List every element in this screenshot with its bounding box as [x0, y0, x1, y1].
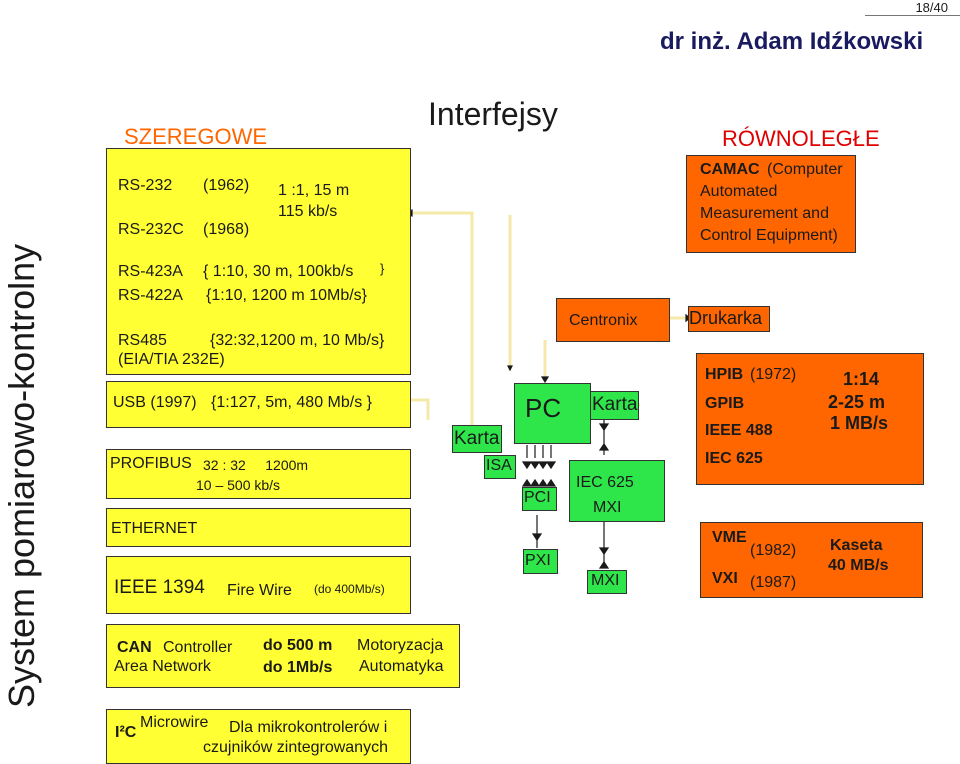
usb-spec: {1:127, 5m, 480 Mb/s }: [211, 394, 372, 411]
profibus-spec-2: 10 – 500 kb/s: [196, 477, 281, 493]
mxi-center-label: MXI: [593, 499, 622, 516]
karta-right-label: Karta: [592, 394, 638, 415]
rs485-label: RS485: [118, 332, 167, 349]
can-label: CAN: [117, 639, 152, 656]
vertical-title-text: System pomiarowo-kontrolny: [1, 243, 42, 708]
camac-desc-4: Control Equipment): [700, 227, 838, 244]
isa-label: ISA: [486, 457, 512, 474]
isa-box: [484, 455, 516, 479]
karta-left-label: Karta: [454, 428, 500, 449]
hpib-year: (1972): [750, 366, 797, 383]
rs423a-label: RS-423A: [118, 263, 183, 280]
profibus-spec-1: 32 : 32 1200m: [203, 457, 309, 473]
mxi-box: [587, 570, 627, 594]
karta-right-box: [590, 391, 639, 420]
rs232-spec-2: 115 kb/s: [278, 203, 338, 220]
i2c-desc-1: Dla mikrokontrolerów i: [229, 719, 388, 736]
hpib-spec-3: 1 MB/s: [830, 413, 889, 433]
iec625-center-label: IEC 625: [576, 474, 634, 491]
vxi-label: VXI: [712, 570, 738, 587]
camac-desc-3: Measurement and: [700, 205, 829, 222]
drukarka-box: [688, 306, 770, 332]
rs232-spec-1: 1 :1, 15 m: [278, 182, 350, 199]
i2c-label: I²C: [115, 724, 137, 741]
page-number: 18/40: [915, 0, 948, 15]
ieee1394-box: [106, 556, 411, 614]
serial-rs-box: [106, 148, 411, 375]
rs423a-spec: { 1:10, 30 m, 100kb/s: [203, 263, 354, 280]
can-controller: Controller: [163, 639, 233, 656]
can-spec-2: do 1Mb/s: [263, 659, 333, 676]
ethernet-box: [106, 508, 411, 547]
eia-label: (EIA/TIA 232E): [118, 351, 225, 368]
usb-name: USB: [113, 394, 146, 411]
hpib-spec-1: 1:14: [843, 369, 880, 389]
pci-label: PCI: [524, 489, 551, 506]
vertical-title: System pomiarowo-kontrolny: [1, 148, 42, 708]
mxi-label: MXI: [591, 572, 620, 589]
drukarka-label: Drukarka: [689, 308, 763, 328]
pxi-label: PXI: [525, 552, 551, 569]
page-number-rule: [865, 15, 960, 16]
vxi-year: (1987): [750, 574, 797, 591]
pxi-box: [523, 549, 558, 574]
centronix-label: Centronix: [569, 312, 638, 329]
can-spec-1: do 500 m: [263, 637, 333, 654]
rs232c-label: RS‑232C: [118, 221, 184, 238]
parallel-heading: RÓWNOLEGŁE: [722, 126, 880, 151]
usb-year: (1997): [150, 394, 197, 411]
ethernet-label: ETHERNET: [111, 520, 198, 537]
camac-box: [686, 155, 856, 253]
ieee1394-label: IEEE 1394: [114, 577, 205, 598]
pc-label: PC: [525, 393, 562, 423]
i2c-desc-2: czujników zintegrowanych: [203, 739, 388, 756]
gpib-label: GPIB: [705, 395, 745, 412]
rs485-spec: {32:32,1200 m, 10 Mb/s}: [210, 332, 385, 349]
firewire-label: Fire Wire: [227, 582, 292, 599]
page-title: Interfejsy: [428, 96, 558, 132]
can-box: [106, 624, 460, 688]
rs422a-label: RS‑422A: [118, 287, 183, 304]
camac-desc-1: (Computer: [767, 161, 843, 178]
vme-spec-1: Kaseta: [830, 537, 883, 554]
usb-box: [106, 381, 411, 428]
usb-label: USB (1997): [113, 395, 197, 411]
camac-name: CAMAC: [700, 161, 760, 178]
can-use-1: Motoryzacja: [357, 637, 444, 654]
iec625-mxi-box: [569, 460, 665, 522]
rs232c-year: (1968): [203, 221, 250, 238]
rs232-year: (1962): [203, 177, 250, 194]
vme-spec-2: 40 MB/s: [828, 557, 889, 574]
profibus-box: [106, 449, 411, 499]
can-use-2: Automatyka: [359, 658, 444, 675]
vme-year: (1982): [750, 542, 797, 559]
centronix-box: [556, 298, 670, 342]
hpib-spec-2: 2-25 m: [828, 392, 886, 412]
rs232-label: RS‑232: [118, 177, 173, 194]
rs423a-brace: }: [380, 261, 385, 276]
camac-desc-2: Automated: [700, 183, 778, 200]
vme-box: [700, 522, 923, 598]
i2c-microwire: Microwire: [140, 714, 209, 731]
author-name: dr inż. Adam Idźkowski: [660, 28, 924, 55]
can-area-network: Area Network: [114, 658, 211, 675]
ieee1394-spec: (do 400Mb/s): [314, 582, 385, 596]
pci-box: [522, 487, 557, 511]
karta-left-box: [452, 425, 502, 453]
hpib-label: HPIB: [705, 366, 744, 383]
serial-heading: SZEREGOWE: [124, 124, 268, 149]
vme-label: VME: [712, 529, 747, 546]
iec625-parallel-label: IEC 625: [705, 450, 763, 467]
ieee488-label: IEEE 488: [705, 422, 773, 439]
line-serial-to-karta: [410, 211, 474, 420]
pc-box: [514, 383, 591, 444]
hpib-box: [696, 353, 924, 485]
rs422a-spec: {1:10, 1200 m 10Mb/s}: [206, 287, 367, 304]
profibus-label: PROFIBUS: [110, 455, 192, 472]
